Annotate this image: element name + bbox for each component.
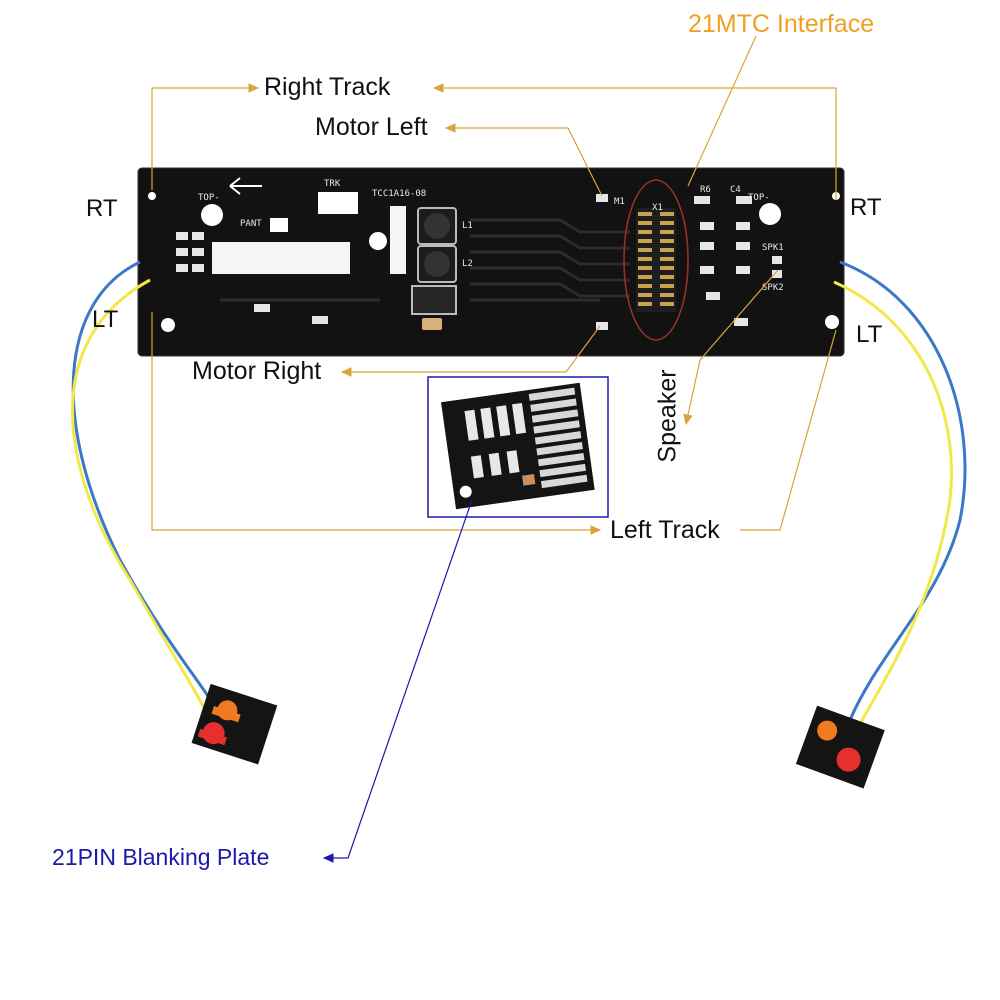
label-speaker: Speaker bbox=[653, 369, 682, 463]
mount-hole bbox=[161, 318, 175, 332]
label-motor-left: Motor Left bbox=[315, 113, 428, 141]
decoder-pcb: TCC1A16-08 TRK PANT TOP- TOP- X1 M1 R6 C… bbox=[137, 167, 845, 357]
blanking-plate-inset bbox=[427, 376, 609, 518]
mount-hole bbox=[759, 203, 781, 225]
silk-board-id: TCC1A16-08 bbox=[372, 189, 426, 199]
right-led-module bbox=[795, 705, 885, 789]
leader-lines-orange bbox=[151, 35, 837, 535]
silk-c4: C4 bbox=[730, 185, 741, 195]
silk-pant: PANT bbox=[240, 219, 262, 229]
right-led-wires bbox=[833, 260, 967, 725]
leader-motor-right bbox=[340, 325, 601, 377]
silk-spk2: SPK2 bbox=[762, 283, 784, 293]
label-21pin-blanking-plate: 21PIN Blanking Plate bbox=[52, 844, 270, 870]
label-lt-left: LT bbox=[92, 306, 119, 333]
silk-l1: L1 bbox=[462, 221, 473, 231]
mount-hole bbox=[369, 232, 387, 250]
label-21mtc-interface: 21MTC Interface bbox=[688, 10, 875, 38]
silk-x1: X1 bbox=[652, 203, 663, 213]
mount-hole bbox=[825, 315, 839, 329]
leader-left-track-left bbox=[151, 312, 602, 535]
left-led-module bbox=[191, 683, 278, 765]
leader-interface bbox=[687, 35, 757, 187]
silk-r6: R6 bbox=[700, 185, 711, 195]
label-lt-right: LT bbox=[856, 321, 883, 348]
silk-spk1: SPK1 bbox=[762, 243, 784, 253]
leader-speaker bbox=[683, 269, 779, 426]
silk-l2: L2 bbox=[462, 259, 473, 269]
leader-motor-left bbox=[444, 123, 603, 197]
silk-top-left: TOP- bbox=[198, 193, 220, 203]
label-motor-right: Motor Right bbox=[192, 357, 322, 385]
silk-m1: M1 bbox=[614, 197, 625, 207]
silk-trk: TRK bbox=[324, 179, 341, 189]
label-right-track: Right Track bbox=[264, 73, 391, 101]
silk-top-right: TOP- bbox=[748, 193, 770, 203]
mount-hole bbox=[201, 204, 223, 226]
leader-left-track-right bbox=[740, 329, 837, 531]
label-rt-right: RT bbox=[850, 194, 882, 221]
left-led-wires bbox=[71, 260, 224, 723]
leader-right-track-left bbox=[151, 83, 260, 190]
label-rt-left: RT bbox=[86, 195, 118, 222]
leader-blanking-plate bbox=[322, 499, 473, 863]
leader-right-track-right bbox=[432, 83, 837, 200]
label-left-track: Left Track bbox=[610, 516, 720, 544]
